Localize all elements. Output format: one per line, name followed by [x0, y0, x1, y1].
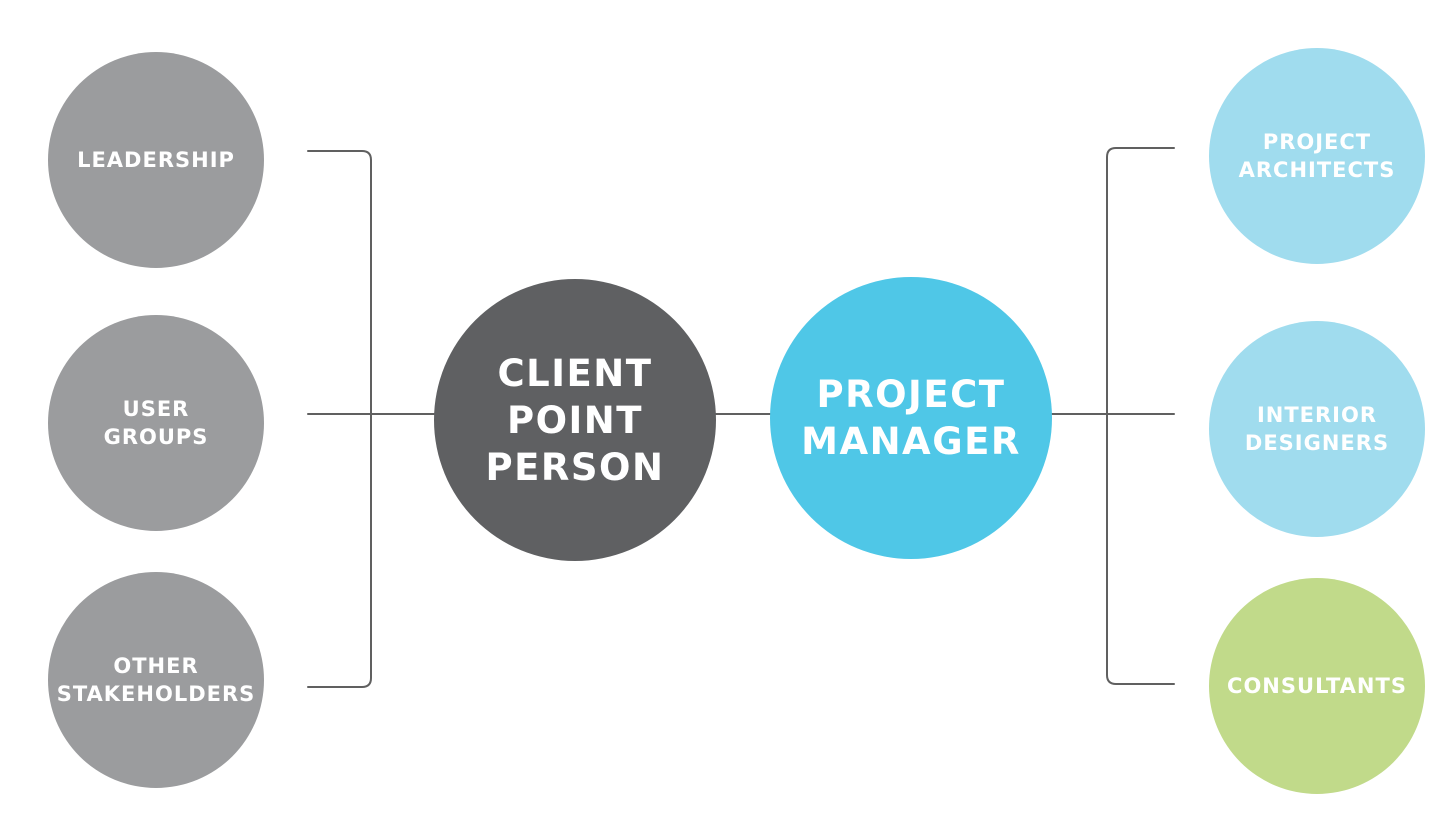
client-point-person-label: CLIENT POINT PERSON	[485, 351, 665, 489]
project-manager-node: PROJECT MANAGER	[770, 277, 1052, 559]
interior-designers-label: INTERIOR DESIGNERS	[1244, 403, 1390, 455]
user-groups-label: USER GROUPS	[103, 397, 209, 449]
user-groups-node: USER GROUPS	[48, 315, 264, 531]
other-stakeholders-label: OTHER STAKEHOLDERS	[56, 654, 256, 706]
interior-designers-node: INTERIOR DESIGNERS	[1209, 321, 1425, 537]
left-bracket	[307, 150, 372, 688]
project-manager-label: PROJECT MANAGER	[801, 373, 1021, 463]
leadership-label: LEADERSHIP	[77, 148, 235, 172]
right-bracket	[1106, 147, 1175, 685]
consultants-label: CONSULTANTS	[1227, 674, 1407, 698]
leadership-node: LEADERSHIP	[48, 52, 264, 268]
consultants-node: CONSULTANTS	[1209, 578, 1425, 794]
project-architects-label: PROJECT ARCHITECTS	[1238, 130, 1396, 182]
client-point-person-node: CLIENT POINT PERSON	[434, 279, 716, 561]
project-architects-node: PROJECT ARCHITECTS	[1209, 48, 1425, 264]
other-stakeholders-node: OTHER STAKEHOLDERS	[48, 572, 264, 788]
